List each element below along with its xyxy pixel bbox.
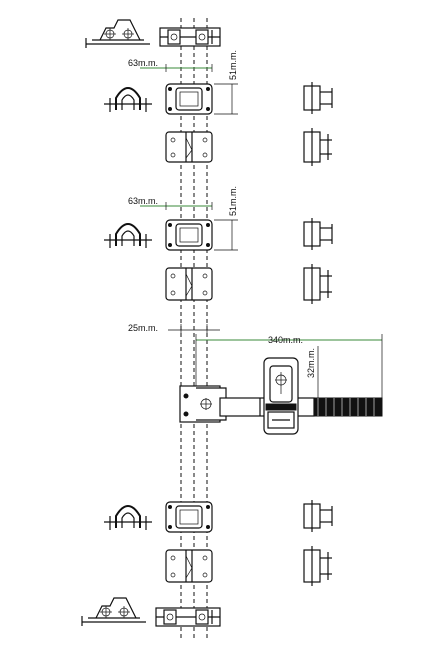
handle-grip — [313, 397, 383, 417]
middle-height-dimension — [214, 219, 238, 251]
upper-hinge-plate — [165, 131, 213, 163]
middle-width-dimension — [140, 202, 213, 210]
middle-width-label: 63m.m. — [128, 196, 158, 206]
handle-length-label: 340m.m. — [268, 335, 303, 345]
middle-keeper-edge-view — [303, 218, 333, 250]
upper-keeper-edge-view — [303, 82, 333, 114]
upper-hinge-edge-view — [303, 128, 332, 166]
lower-bracket-side-view — [104, 505, 152, 530]
handle-length-dimension — [195, 334, 383, 398]
upper-bracket-side-view — [104, 87, 152, 112]
lower-hinge-plate — [165, 549, 213, 583]
bottom-end-cap-side-view — [81, 597, 146, 626]
middle-keeper — [165, 219, 213, 251]
upper-height-dimension — [214, 83, 238, 115]
middle-hinge-plate — [165, 267, 213, 301]
handle-lock-keeper — [263, 357, 299, 435]
middle-bracket-side-view — [104, 223, 152, 248]
lower-keeper-edge-view — [303, 500, 333, 532]
lower-hinge-edge-view — [303, 546, 332, 586]
rod-diameter-dimension — [168, 324, 220, 336]
rod-diameter-label: 25m.m. — [128, 323, 158, 333]
upper-keeper — [165, 83, 213, 115]
handle-height-label: 32m.m. — [306, 348, 316, 378]
upper-width-dimension — [140, 64, 213, 72]
handle-hub — [179, 385, 227, 423]
lower-keeper — [165, 501, 213, 533]
top-end-cap-front — [159, 27, 221, 47]
middle-height-label: 51m.m. — [228, 186, 238, 216]
upper-width-label: 63m.m. — [128, 58, 158, 68]
bottom-end-cap-front — [155, 607, 221, 627]
top-end-cap-side-view — [85, 19, 150, 48]
upper-height-label: 51m.m. — [228, 50, 238, 80]
middle-hinge-edge-view — [303, 264, 332, 304]
